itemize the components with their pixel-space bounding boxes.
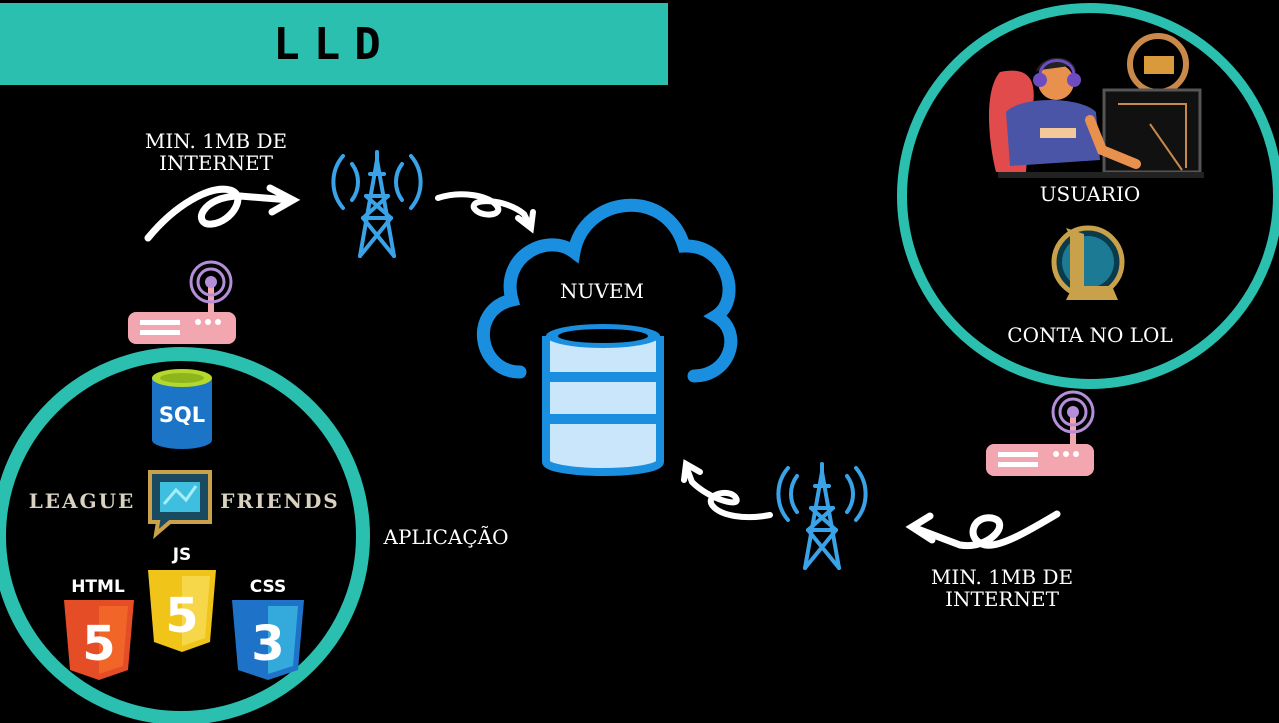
application-label: APLICAÇÃO	[383, 525, 509, 549]
chat-bubble-icon	[148, 470, 212, 540]
user-at-computer-icon	[989, 33, 1204, 178]
league-friends-logo: LEAGUE FRIENDS	[29, 470, 340, 540]
sql-text: SQL	[159, 403, 205, 427]
cloud-label: NUVEM	[560, 279, 644, 303]
internet-left-line1: MIN. 1MB DE	[144, 129, 288, 153]
sql-icon: SQL	[152, 369, 212, 449]
internet-requirement-right: MIN. 1MB DE INTERNET	[916, 566, 1088, 610]
css-number: 3	[251, 616, 284, 672]
html5-icon: HTML 5	[64, 577, 134, 680]
html-label: HTML	[71, 577, 125, 597]
js-number: 5	[165, 588, 198, 644]
radio-tower-icon	[776, 462, 868, 570]
database-icon	[542, 324, 664, 476]
javascript-icon: JS 5	[148, 545, 216, 652]
curly-arrow-icon	[681, 459, 773, 521]
logo-word-right: FRIENDS	[220, 489, 340, 513]
js-label: JS	[172, 545, 192, 565]
curly-arrow-icon	[144, 184, 301, 242]
account-label: CONTA NO LOL	[1007, 323, 1173, 347]
user-label: USUARIO	[1039, 182, 1141, 206]
league-of-legends-logo-icon	[1051, 225, 1125, 300]
internet-left-line2: INTERNET	[159, 151, 273, 175]
html-number: 5	[82, 616, 115, 672]
css-label: CSS	[250, 577, 287, 597]
radio-tower-icon	[331, 150, 423, 258]
diagram-title: LLD	[273, 18, 395, 70]
logo-word-left: LEAGUE	[29, 489, 136, 513]
router-icon	[986, 390, 1095, 476]
router-icon	[128, 260, 236, 344]
internet-requirement-left: MIN. 1MB DE INTERNET	[130, 130, 302, 174]
curly-arrow-icon	[905, 510, 1061, 550]
internet-right-line2: INTERNET	[945, 587, 1059, 611]
css3-icon: CSS 3	[232, 577, 304, 680]
internet-right-line1: MIN. 1MB DE	[930, 565, 1074, 589]
curly-arrow-icon	[435, 191, 536, 234]
cloud-icon	[476, 198, 738, 383]
title-banner	[0, 3, 668, 85]
